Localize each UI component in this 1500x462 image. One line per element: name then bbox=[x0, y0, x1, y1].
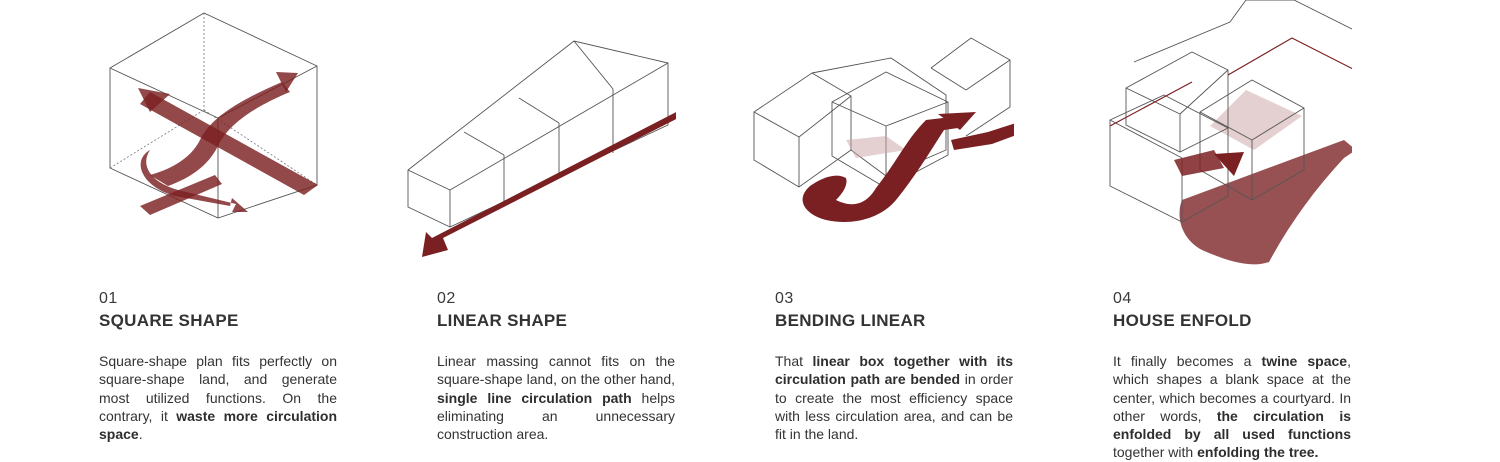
house-enfold-illustration bbox=[1109, 0, 1352, 265]
panel-description: It finally becomes a twine space, which … bbox=[1113, 352, 1351, 462]
description-emphasis: the circulation is enfolded by all used … bbox=[1113, 407, 1351, 443]
linear-shape-illustration bbox=[407, 40, 676, 257]
square-shape-illustration bbox=[109, 12, 318, 219]
panel-description: Linear massing cannot fits on the square… bbox=[437, 352, 675, 443]
description-text: Linear massing cannot fits on the square… bbox=[437, 353, 675, 388]
description-emphasis: twine space bbox=[1261, 353, 1348, 369]
description-text: in order to create the most efficiency s… bbox=[775, 371, 1013, 443]
description-text: That bbox=[775, 353, 813, 369]
description-text: helps eliminating an unnecessary constru… bbox=[437, 389, 675, 443]
panel-title: HOUSE ENFOLD bbox=[1113, 311, 1252, 330]
panel-linear-shape: 02 LINEAR SHAPE Linear massing cannot fi… bbox=[338, 0, 676, 456]
panel-title: LINEAR SHAPE bbox=[437, 311, 568, 330]
bending-linear-diagram bbox=[676, 0, 1014, 280]
description-emphasis: enfolding the tree. bbox=[1197, 444, 1319, 461]
panel-title: SQUARE SHAPE bbox=[99, 311, 239, 330]
description-text: Square-shape plan fits perfectly on squa… bbox=[99, 353, 337, 424]
panel-number: 04 bbox=[1113, 290, 1132, 307]
panel-number: 03 bbox=[775, 290, 794, 307]
panel-description: Square-shape plan fits perfectly on squa… bbox=[99, 352, 337, 443]
description-emphasis: linear box together with its circulation… bbox=[775, 353, 1013, 388]
panel-description: That linear box together with its circul… bbox=[775, 352, 1013, 443]
panel-bending-linear: 03 BENDING LINEAR That linear box togeth… bbox=[676, 0, 1014, 456]
panel-title: BENDING LINEAR bbox=[775, 311, 926, 330]
description-text: together with bbox=[1113, 444, 1198, 461]
bending-linear-illustration bbox=[753, 37, 1014, 222]
description-text: , which shapes a blank space at the cent… bbox=[1113, 353, 1351, 424]
description-emphasis: waste more circulation space bbox=[99, 407, 338, 443]
panel-number: 02 bbox=[437, 290, 456, 307]
linear-shape-diagram bbox=[338, 0, 676, 280]
description-text: . bbox=[138, 426, 143, 443]
panel-number: 01 bbox=[99, 290, 118, 307]
square-shape-diagram bbox=[0, 0, 338, 280]
panel-square-shape: 01 SQUARE SHAPE Square-shape plan fits p… bbox=[0, 0, 338, 456]
panel-house-enfold: 04 HOUSE ENFOLD It finally becomes a twi… bbox=[1014, 0, 1352, 460]
description-emphasis: single line circulation path bbox=[437, 389, 632, 406]
description-text: It finally becomes a bbox=[1113, 353, 1262, 369]
house-enfold-diagram bbox=[1014, 0, 1352, 280]
